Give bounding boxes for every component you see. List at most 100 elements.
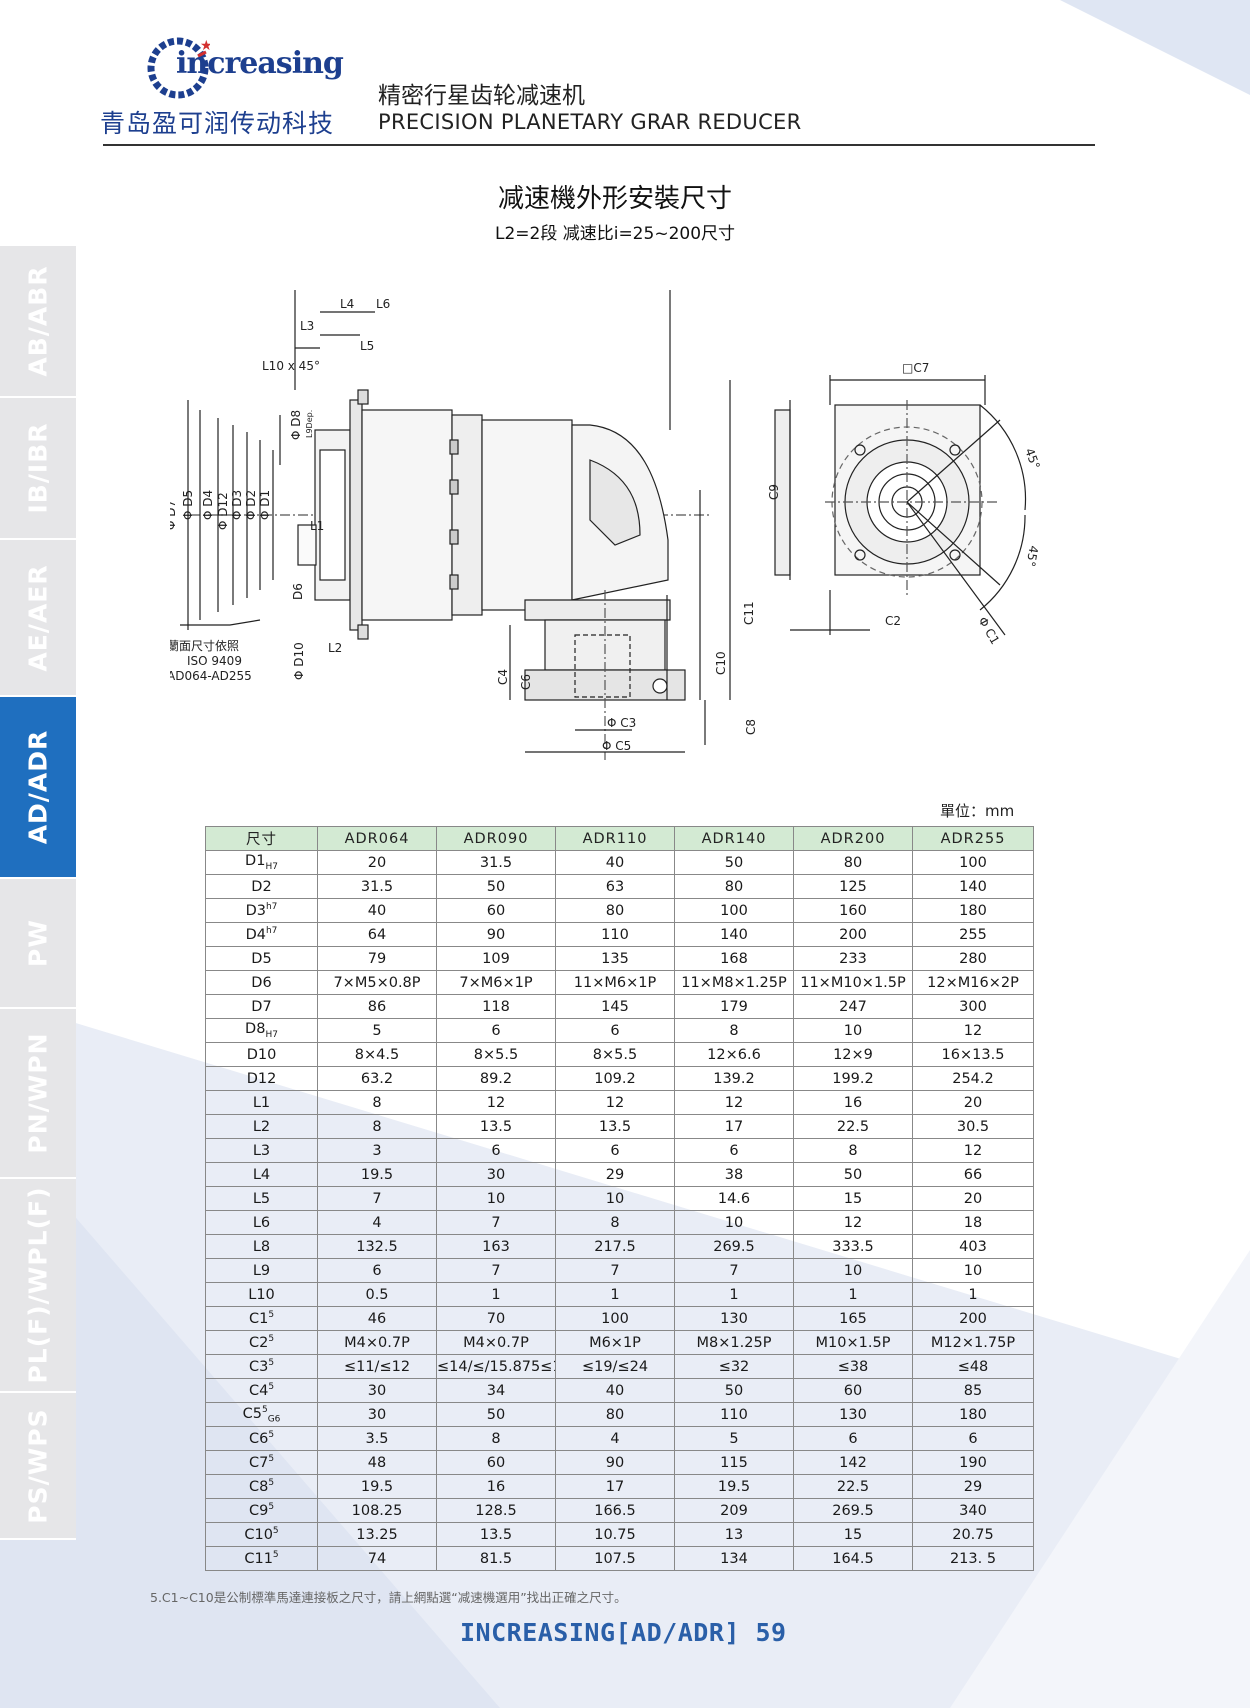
table-cell: 217.5 bbox=[555, 1234, 675, 1259]
table-cell: 10 bbox=[793, 1018, 913, 1043]
table-cell: 7 bbox=[317, 1186, 437, 1211]
table-cell: 80 bbox=[555, 1402, 675, 1427]
flange-note-line2: ISO 9409 bbox=[187, 654, 242, 668]
table-cell: 80 bbox=[793, 850, 913, 875]
page-footer: INCREASING[AD/ADR] 59 bbox=[460, 1618, 787, 1647]
side-tab-ad-adr[interactable]: AD/ADR bbox=[0, 697, 76, 879]
table-cell: 80 bbox=[555, 898, 675, 923]
row-label: D10 bbox=[205, 1042, 318, 1067]
table-cell: 8 bbox=[317, 1090, 437, 1115]
table-header-row: 尺寸 ADR064 ADR090 ADR110 ADR140 ADR200 AD… bbox=[205, 826, 1034, 851]
row-label: C95 bbox=[205, 1498, 318, 1523]
table-cell: 7 bbox=[436, 1258, 556, 1283]
table-cell: 63 bbox=[555, 874, 675, 899]
page-subtitle: L2=2段 减速比i=25~200尺寸 bbox=[494, 224, 736, 244]
table-cell: 80 bbox=[674, 874, 794, 899]
table-cell: 132.5 bbox=[317, 1234, 437, 1259]
table-cell: 13.5 bbox=[555, 1114, 675, 1139]
table-cell: 100 bbox=[912, 850, 1034, 875]
row-label: D3h7 bbox=[205, 898, 318, 923]
table-cell: 11×M6×1P bbox=[555, 970, 675, 995]
table-cell: 12×M16×2P bbox=[912, 970, 1034, 995]
table-cell: 66 bbox=[912, 1162, 1034, 1187]
company-logo: ★ increasing 青岛盈可润传动科技 bbox=[100, 30, 350, 140]
column-header: ADR090 bbox=[436, 826, 556, 851]
drawing-label-c7: □C7 bbox=[902, 361, 929, 375]
table-cell: 1 bbox=[436, 1282, 556, 1307]
table-cell: 140 bbox=[674, 922, 794, 947]
table-cell: 81.5 bbox=[436, 1546, 556, 1571]
column-header: ADR110 bbox=[555, 826, 675, 851]
drawing-label-l3: L3 bbox=[300, 319, 314, 333]
side-tab-pw[interactable]: PW bbox=[0, 879, 76, 1009]
drawing-label-l1: L1 bbox=[310, 519, 324, 533]
row-label: L6 bbox=[205, 1210, 318, 1235]
table-cell: 100 bbox=[555, 1306, 675, 1331]
drawing-label-l2: L2 bbox=[328, 641, 342, 655]
drawing-label-c10: C10 bbox=[714, 651, 728, 675]
table-cell: 12 bbox=[674, 1090, 794, 1115]
footnote: 5.C1~C10是公制標準馬達連接板之尺寸，請上網點選“减速機選用”找出正確之尺… bbox=[150, 1590, 627, 1605]
table-cell: 31.5 bbox=[436, 850, 556, 875]
table-cell: 8 bbox=[793, 1138, 913, 1163]
table-cell: 14.6 bbox=[674, 1186, 794, 1211]
side-tab-ae-aer[interactable]: AE/AER bbox=[0, 540, 76, 697]
table-cell: 269.5 bbox=[674, 1234, 794, 1259]
table-cell: 50 bbox=[793, 1162, 913, 1187]
side-tab-ps-wps[interactable]: PS/WPS bbox=[0, 1393, 76, 1540]
table-cell: 109.2 bbox=[555, 1066, 675, 1091]
table-cell: 1 bbox=[912, 1282, 1034, 1307]
table-cell: 8×4.5 bbox=[317, 1042, 437, 1067]
side-tab-ib-ibr[interactable]: IB/IBR bbox=[0, 398, 76, 540]
drawing-label-d4: Φ D4 bbox=[201, 490, 215, 520]
table-cell: 200 bbox=[912, 1306, 1034, 1331]
table-cell: 13.25 bbox=[317, 1522, 437, 1547]
table-cell: 12 bbox=[912, 1018, 1034, 1043]
table-cell: 38 bbox=[674, 1162, 794, 1187]
row-label: L5 bbox=[205, 1186, 318, 1211]
row-label: L3 bbox=[205, 1138, 318, 1163]
drawing-label-c8: C8 bbox=[744, 719, 758, 735]
table-cell: 7×M5×0.8P bbox=[317, 970, 437, 995]
table-cell: 15 bbox=[793, 1522, 913, 1547]
table-cell: 109 bbox=[436, 946, 556, 971]
reducer-dimension-drawing: L8 L4 L6 L3 L5 L10 x 45° Φ D7 Φ D5 Φ D4 … bbox=[170, 290, 1043, 760]
row-label: C65 bbox=[205, 1426, 318, 1451]
table-cell: 199.2 bbox=[793, 1066, 913, 1091]
side-tab-ab-abr[interactable]: AB/ABR bbox=[0, 246, 76, 398]
table-cell: 19.5 bbox=[317, 1162, 437, 1187]
table-cell: 30 bbox=[436, 1162, 556, 1187]
drawing-label-l9: L9Dep. bbox=[305, 410, 314, 438]
drawing-label-c11: C11 bbox=[742, 601, 756, 625]
table-cell: 168 bbox=[674, 946, 794, 971]
drawing-label-d5: Φ D5 bbox=[181, 490, 195, 520]
table-cell: 90 bbox=[436, 922, 556, 947]
row-label: D12 bbox=[205, 1066, 318, 1091]
table-cell: 300 bbox=[912, 994, 1034, 1019]
drawing-label-l4: L4 bbox=[340, 297, 354, 311]
drawing-label-c5: Φ C5 bbox=[602, 739, 631, 753]
table-cell: 10 bbox=[793, 1258, 913, 1283]
row-label: C35 bbox=[205, 1354, 318, 1379]
table-cell: 48 bbox=[317, 1450, 437, 1475]
page-title-block: 减速機外形安裝尺寸 L2=2段 减速比i=25~200尺寸 bbox=[390, 178, 840, 244]
row-label: D5 bbox=[205, 946, 318, 971]
drawing-label-d1: Φ D1 bbox=[258, 490, 272, 520]
column-header: ADR255 bbox=[912, 826, 1034, 851]
side-tab-pn-wpn[interactable]: PN/WPN bbox=[0, 1009, 76, 1179]
table-cell: 269.5 bbox=[793, 1498, 913, 1523]
side-tab-pl-wpl[interactable]: PL(F)/WPL(F) bbox=[0, 1179, 76, 1393]
table-cell: 63.2 bbox=[317, 1066, 437, 1091]
row-label: C15 bbox=[205, 1306, 318, 1331]
drawing-label-l10: L10 x 45° bbox=[262, 359, 320, 373]
table-cell: 12×6.6 bbox=[674, 1042, 794, 1067]
